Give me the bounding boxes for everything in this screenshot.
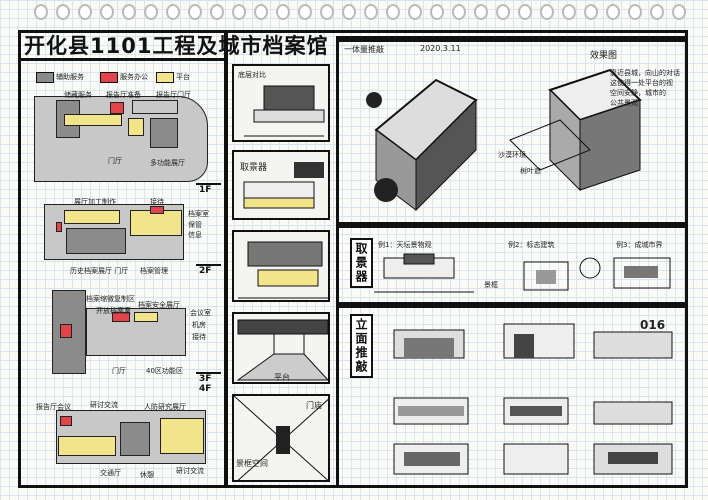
- plan3-label-security: 档案安全展厅: [138, 301, 180, 309]
- legend-label-office: 服务办公: [120, 73, 148, 81]
- plan1-label-lobby: 门厅: [108, 157, 122, 165]
- plan3-label-reception: 接待: [192, 333, 206, 341]
- plan2-label-info: 信息: [188, 231, 202, 239]
- sketch-label-4: 平台: [274, 373, 290, 382]
- plan2-label-archive: 档案室: [188, 210, 209, 218]
- plan4-label-exchange: 研讨交流: [90, 401, 118, 409]
- date-label: 2020.3.11: [420, 44, 461, 53]
- legend-label-auxiliary: 辅助服务: [56, 73, 84, 81]
- legend-label-platform: 平台: [176, 73, 190, 81]
- viewfinder-note: 景框: [484, 281, 498, 289]
- page-number: 016: [640, 318, 666, 332]
- black-bar-top: [336, 36, 688, 42]
- plan4-label-report: 报告厅会议: [36, 403, 71, 411]
- sketch-building-2: [243, 162, 324, 209]
- title-underline: [18, 58, 224, 61]
- sketch-label-5b: 门庙: [306, 401, 322, 410]
- sketch-building-4: [236, 319, 328, 381]
- viewfinder-title: 取景器: [350, 238, 373, 288]
- viewfinder-example-1: 例1：天坛景物观: [378, 241, 432, 249]
- note-line-3: 空间安静，城市的: [610, 89, 666, 97]
- floor-tag-3f-4f: 3F 4F: [196, 372, 221, 394]
- black-bar-lower: [336, 302, 688, 308]
- sketch-box-2: 取景器: [232, 150, 330, 220]
- sketch-label-2: 取景器: [240, 163, 268, 173]
- elevation-sketches: [393, 323, 673, 475]
- sketch-building-3: [238, 241, 328, 299]
- sketch-building-1: [244, 85, 325, 137]
- floor-tag-2f: 2F: [196, 264, 221, 276]
- floor-tag-1f: 1F: [196, 183, 221, 195]
- plan1-label-multi-hall: 多功能展厅: [150, 159, 185, 167]
- plan2-label-history: 历史档案展厅 门厅: [70, 267, 129, 275]
- sketch-box-3: [232, 230, 330, 302]
- plan4-label-traffic: 交通厅: [100, 469, 121, 477]
- sketch-box-4: 平台: [232, 312, 330, 384]
- note-line-4: 公共景观: [610, 99, 638, 107]
- sketch-label-5: 景框空间: [236, 459, 268, 468]
- elevation-title: 立面推敲: [350, 314, 373, 378]
- viewfinder-sketches: [374, 253, 671, 293]
- plan2-label-keep: 保管: [188, 221, 202, 229]
- plan1-label-report-lobby: 报告厅门厅: [156, 91, 191, 99]
- plan3-label-lobby: 门厅: [112, 367, 126, 375]
- plan3-label-server: 机房: [192, 321, 206, 329]
- plan2-label-reception: 接待: [150, 198, 164, 206]
- sketch-box-1: 底层对比: [232, 64, 330, 142]
- massing-sketch-left: [366, 78, 478, 212]
- plan2-label-management: 档案管理: [140, 267, 168, 275]
- divider-left-column: [224, 30, 228, 488]
- plan1-label-storage: 储藏服务: [64, 91, 92, 99]
- plan4-label-exchange-2: 研讨交流: [176, 467, 204, 475]
- plan4-label-defense: 人防研究展厅: [144, 403, 186, 411]
- page-title: 开化县1101工程及城市档案馆: [24, 34, 329, 58]
- plan1-label-prep: 报告厅准备: [106, 91, 141, 99]
- plan3-label-meeting: 会议室: [190, 309, 211, 317]
- viewfinder-example-3: 例3：成城市界: [616, 241, 663, 249]
- massing-study-label: 一体量推敲: [344, 45, 384, 54]
- massing-sketch-right: [509, 68, 642, 192]
- black-bar-middle: [336, 222, 688, 228]
- viewfinder-example-2: 例2：标志建筑: [508, 241, 555, 249]
- sketch-label-1: 底层对比: [238, 71, 266, 79]
- legend-swatch-office: [100, 72, 118, 83]
- rendering-label: 效果图: [590, 51, 618, 61]
- plan3-label-open-archive: 开放档案室: [96, 307, 131, 315]
- sketch-box-5: 景框空间 门庙: [232, 394, 330, 482]
- note-small-1: 沙漠环境: [498, 151, 526, 159]
- page-frame: [18, 30, 688, 488]
- legend-swatch-auxiliary: [36, 72, 54, 83]
- plan3-label-function: 40区功能区: [146, 367, 183, 375]
- note-line-1: 靠近县城，向山的对话: [610, 69, 680, 77]
- sketch-perspective-5: [234, 396, 328, 480]
- note-line-2: 这使得一处平台的视: [610, 79, 673, 87]
- plan4-label-rest: 休憩: [140, 471, 154, 479]
- divider-sketch-column: [336, 40, 339, 488]
- note-small-2: 树叶遮: [520, 167, 541, 175]
- plan3-label-microfilm: 档案缩微复制区: [86, 295, 135, 303]
- plan2-label-workshop: 展厅加工制作: [74, 198, 116, 206]
- legend-swatch-platform: [156, 72, 174, 83]
